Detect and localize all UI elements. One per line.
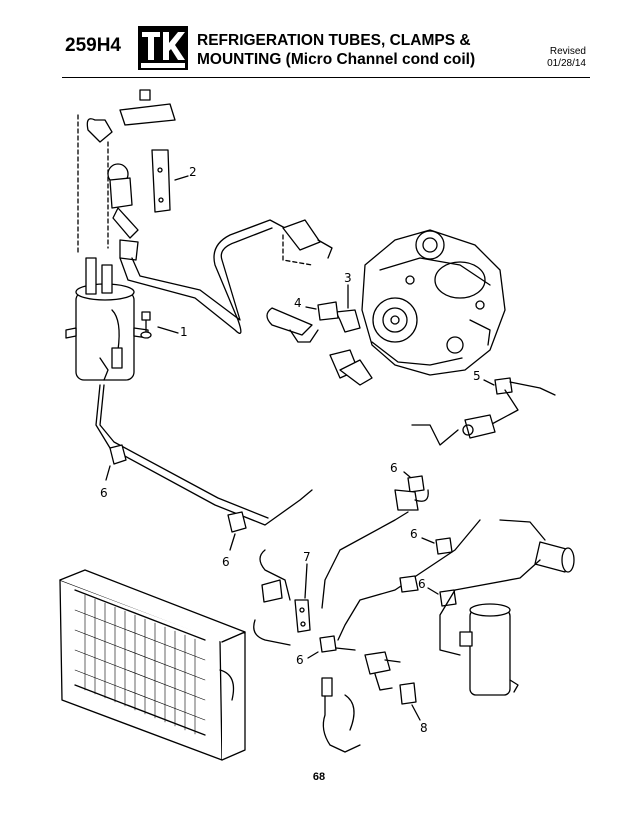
condenser-coil: [59, 569, 246, 761]
page-title: REFRIGERATION TUBES, CLAMPS & MOUNTING (…: [197, 31, 475, 69]
callout-2: 2: [189, 165, 197, 179]
thermo-king-logo: [138, 26, 188, 70]
callout-1: 1: [180, 325, 188, 339]
hose-fitting: [266, 307, 319, 343]
filter-drier-upper: [462, 414, 496, 439]
bracket-7: [294, 599, 311, 633]
clamp-6-upper: [494, 377, 513, 395]
callout-5: 6: [390, 461, 398, 475]
lower-tube: [321, 677, 361, 753]
service-valve: [282, 219, 333, 259]
title-line-1: REFRIGERATION TUBES, CLAMPS &: [197, 32, 471, 49]
clamp-3: [335, 309, 361, 333]
parts-diagram: 2 1: [59, 89, 575, 761]
bolt-1: [140, 311, 152, 339]
sight-glass: [399, 575, 419, 593]
hose-clamp-7: [253, 549, 291, 646]
callout-6d: 6: [410, 527, 418, 541]
expansion-valve: [364, 651, 401, 691]
mounting-bracket-2: [151, 149, 171, 213]
clamp-6-lower: [319, 635, 356, 653]
callout-8: 8: [420, 721, 428, 735]
revision-info: Revised 01/28/14: [547, 46, 586, 70]
clamp-6-left: [109, 444, 127, 465]
callout-6f: 6: [296, 653, 304, 667]
model-number: 259H4: [65, 35, 121, 56]
callout-6b: 6: [100, 486, 108, 500]
revised-label: Revised: [549, 46, 586, 57]
valve-assembly: [107, 163, 139, 261]
clamp-6-mid: [435, 537, 453, 555]
callout-3: 3: [344, 271, 352, 285]
compressor: [361, 229, 506, 376]
callout-6e: 6: [418, 577, 426, 591]
callout-4: 4: [294, 296, 302, 310]
receiver-tank: [65, 257, 149, 381]
bracket-8: [399, 682, 417, 705]
page-number: 68: [312, 771, 326, 783]
callout-7: 7: [303, 550, 311, 564]
discharge-fitting: [329, 349, 373, 386]
title-line-2: MOUNTING (Micro Channel cond coil): [197, 51, 476, 68]
clamp-5: [394, 475, 429, 511]
callout-6a: 5: [473, 369, 481, 383]
clamp-6-center: [227, 511, 247, 533]
accumulator-tank: [459, 603, 519, 696]
top-elbow-fitting: [86, 89, 176, 143]
clamp-4: [317, 301, 339, 321]
header-rule: [62, 77, 590, 78]
revised-date: 01/28/14: [547, 58, 586, 69]
callout-6c: 6: [222, 555, 230, 569]
filter-drier: [534, 541, 575, 573]
